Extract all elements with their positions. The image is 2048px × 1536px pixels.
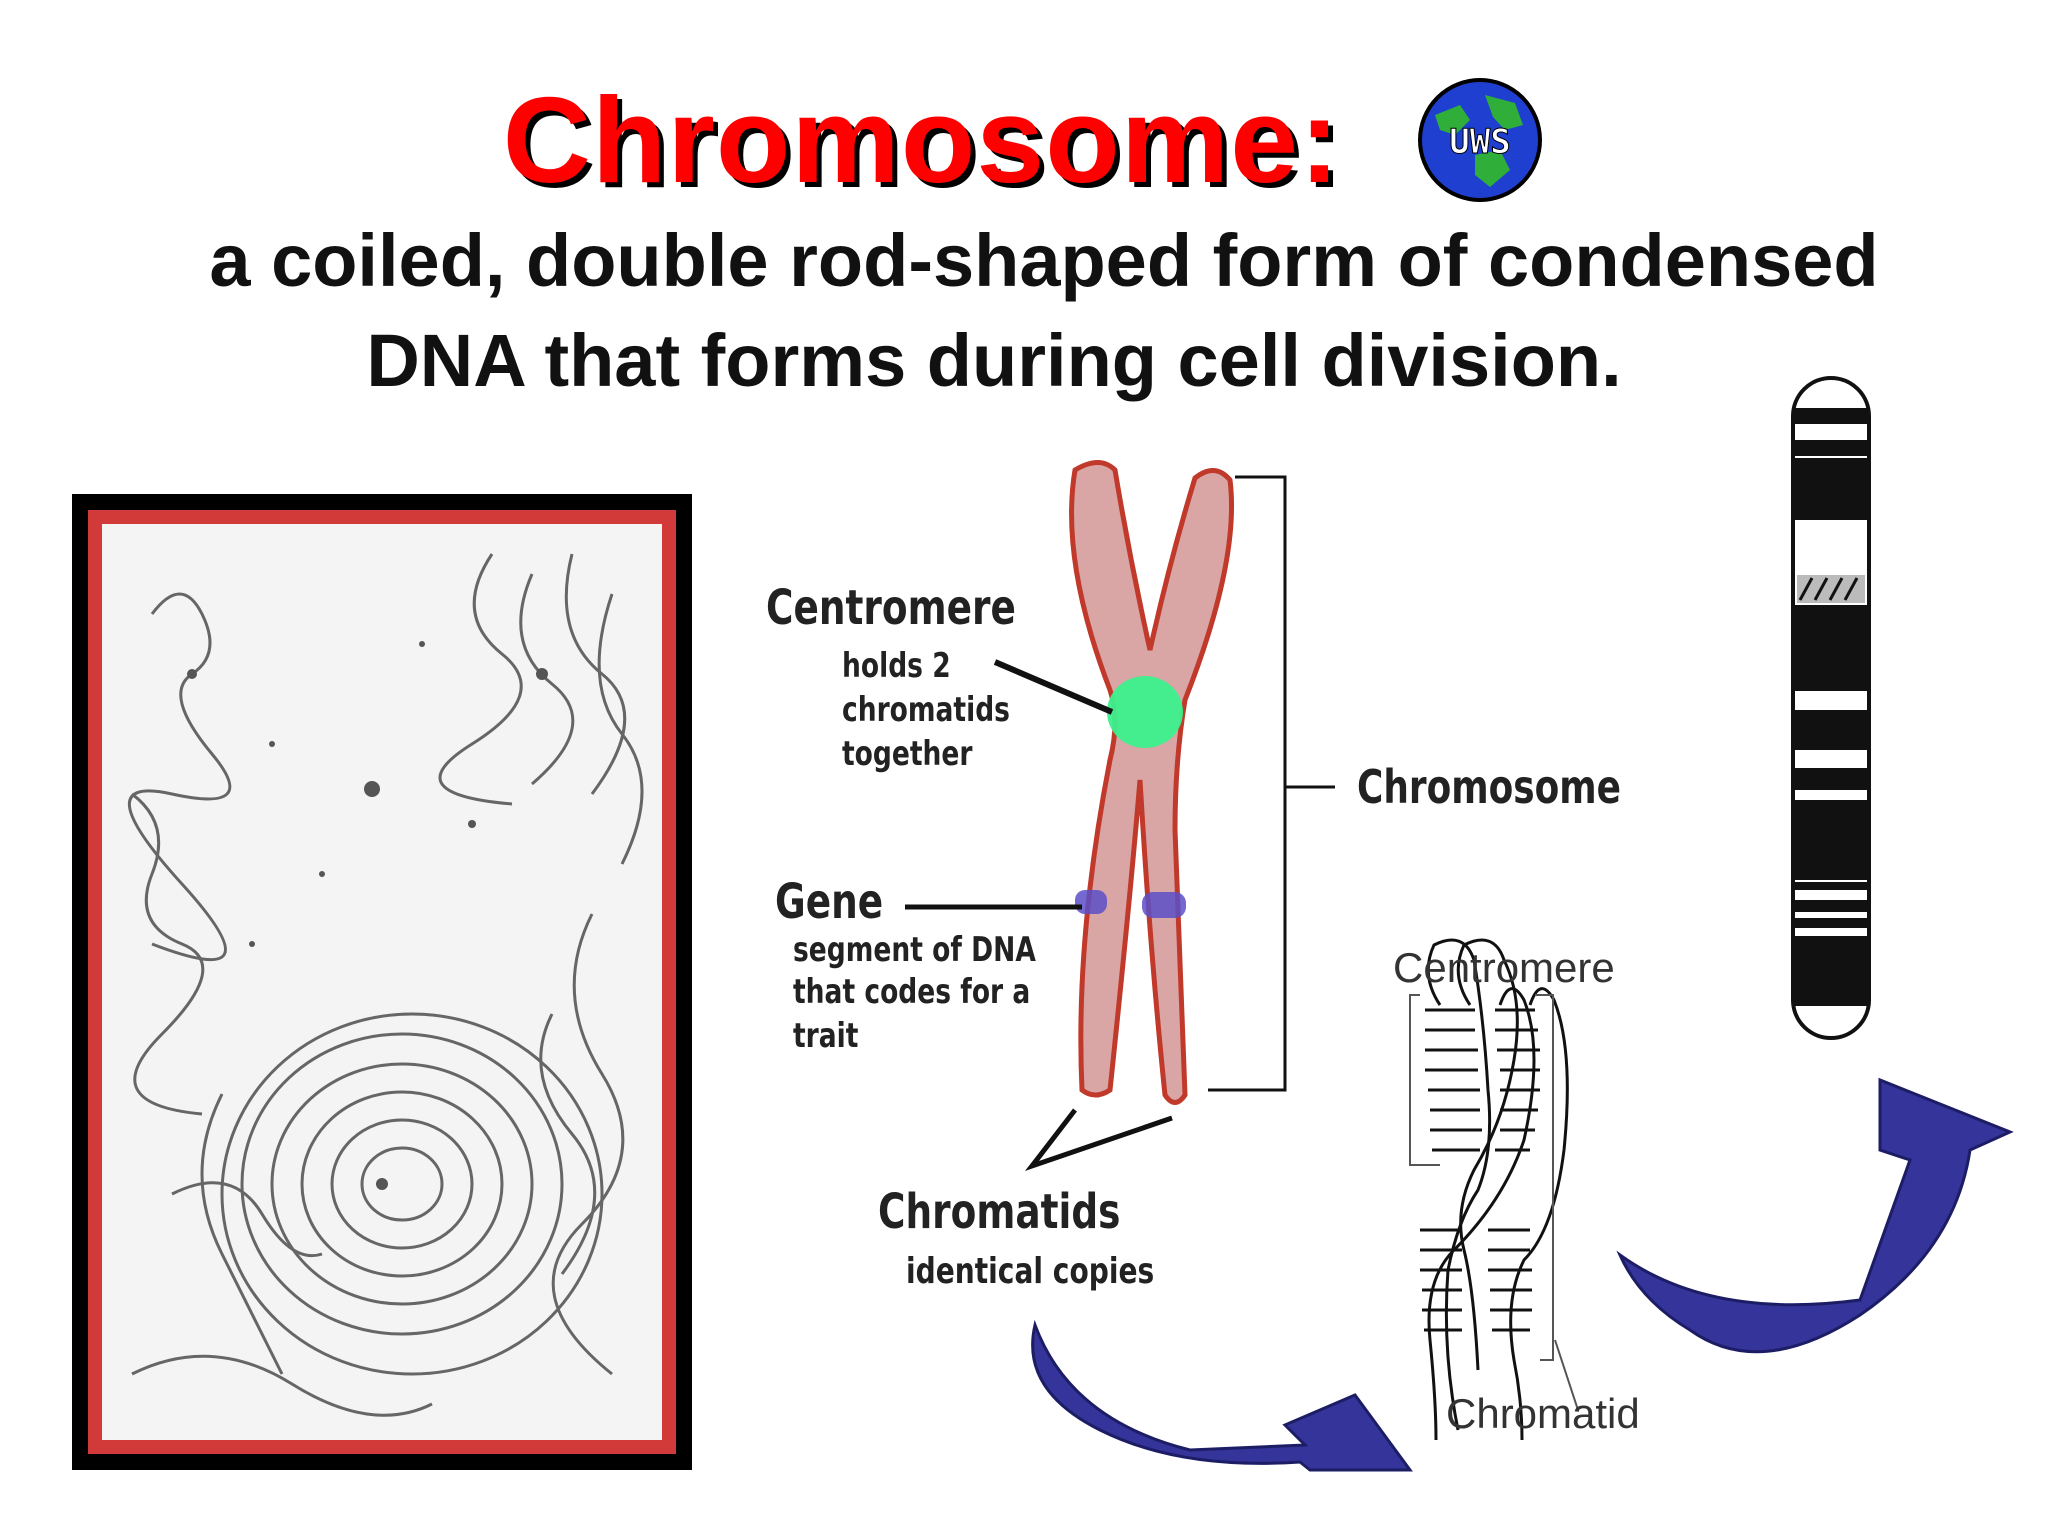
subtitle-line-2: DNA that forms during cell division. xyxy=(366,319,1622,402)
gene-title: Gene xyxy=(775,874,884,930)
gene-band-right xyxy=(1142,892,1186,918)
chromosome-body xyxy=(1069,460,1234,1105)
logo-text: UWS xyxy=(1449,122,1510,162)
centromere-desc-1: holds 2 xyxy=(842,646,951,686)
chromatin-micrograph xyxy=(72,494,692,1470)
coiled-chromosome xyxy=(1426,938,1569,1441)
slide-title: Chromosome: xyxy=(502,72,1341,208)
centromere-dot xyxy=(1107,676,1183,748)
gene-desc-3: trait xyxy=(793,1016,859,1056)
banded-chromosome xyxy=(1791,376,1871,1040)
centromere-desc-3: together xyxy=(842,734,973,774)
gene-desc-1: segment of DNA xyxy=(793,930,1036,970)
slide-title-row: Chromosome: UWS xyxy=(0,70,2048,210)
centromere-title: Centromere xyxy=(766,580,1016,636)
gene-desc-2: that codes for a xyxy=(793,972,1031,1012)
gene-band-left xyxy=(1075,890,1107,914)
chromatids-desc: identical copies xyxy=(906,1251,1155,1292)
chromatids-title: Chromatids xyxy=(878,1184,1121,1240)
arrow-right xyxy=(1616,1077,2014,1354)
chromosome-label: Chromosome xyxy=(1357,760,1621,814)
globe-logo-icon: UWS xyxy=(1418,78,1543,202)
arrow-bottom xyxy=(1031,1319,1413,1472)
coiled-centromere-label: Centromere xyxy=(1393,944,1615,991)
centromere-desc-2: chromatids xyxy=(842,690,1010,730)
subtitle-line-1: a coiled, double rod-shaped form of cond… xyxy=(209,219,1879,302)
coiled-chromatid-label: Chromatid xyxy=(1446,1390,1640,1437)
